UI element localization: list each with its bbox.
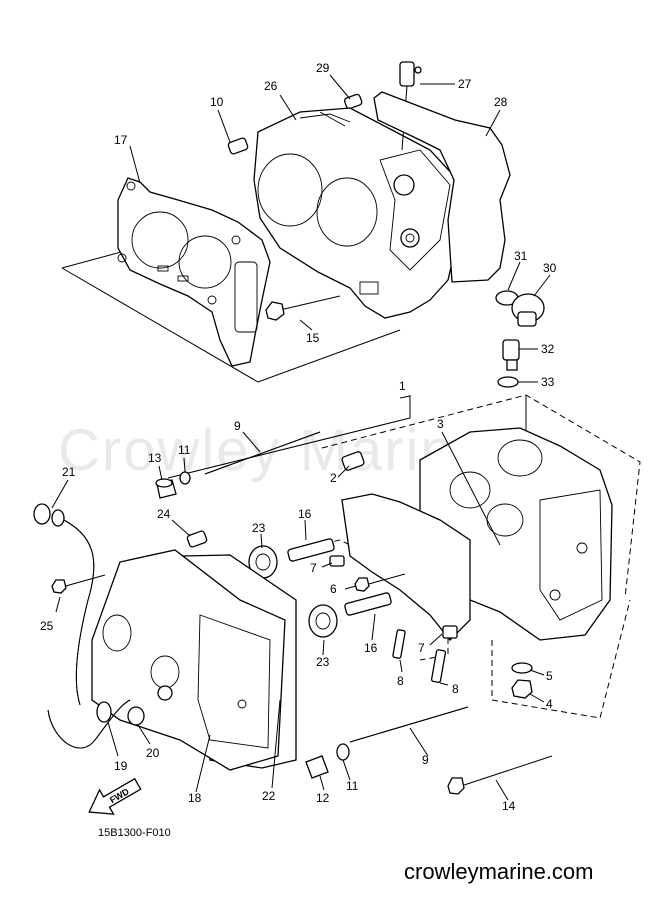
- crankcase-outline: [321, 394, 641, 599]
- callout-26: 26: [264, 79, 278, 93]
- callout-23-lower: 23: [316, 655, 330, 669]
- callout-8-left: 8: [397, 674, 404, 688]
- breather-hose: [47, 517, 131, 749]
- shaft-16-upper: [287, 538, 335, 562]
- plug-7-lower: [442, 625, 458, 639]
- callout-18: 18: [188, 791, 202, 805]
- long-stud-bolt-lower: [349, 706, 469, 743]
- callout-28: 28: [494, 95, 508, 109]
- cap-nut-13: [155, 478, 177, 499]
- plug-7-upper: [329, 555, 345, 567]
- callout-21: 21: [62, 465, 76, 479]
- callout-2: 2: [330, 471, 337, 485]
- cap-12: [305, 755, 329, 779]
- callout-17: 17: [114, 133, 128, 147]
- dowel-24: [186, 530, 208, 548]
- bolt-6: [354, 573, 406, 592]
- watermark: Crowley Marine: [58, 418, 489, 483]
- shaft-16-lower: [344, 592, 392, 616]
- hose-fitting-21: [33, 503, 65, 527]
- oil-seal-lower: [308, 604, 338, 638]
- callout-33: 33: [541, 375, 555, 389]
- sensor-plug: [502, 339, 520, 371]
- callout-23-upper: 23: [252, 521, 266, 535]
- long-stud-bolt-upper: [204, 431, 321, 475]
- cylinder-block: [253, 107, 463, 319]
- spring-8-right: [430, 649, 447, 683]
- dowel-pin: [227, 137, 249, 155]
- callout-3: 3: [437, 417, 444, 431]
- bolt-25: [51, 574, 106, 594]
- inner-gasket: [341, 493, 471, 641]
- callout-9-upper: 9: [234, 419, 241, 433]
- plug-2: [341, 451, 365, 471]
- callout-27: 27: [458, 77, 472, 91]
- callout-7-upper: 7: [310, 561, 317, 575]
- forward-direction-arrow: FWD: [88, 777, 142, 815]
- callout-22: 22: [262, 789, 276, 803]
- washer-11-upper: [179, 471, 191, 485]
- bolt-4: [511, 679, 533, 699]
- o-ring-small: [497, 376, 519, 388]
- callout-9-lower: 9: [422, 753, 429, 767]
- callout-25: 25: [40, 619, 54, 633]
- leader-lines: [51, 74, 551, 801]
- callout-12: 12: [316, 791, 330, 805]
- callout-6: 6: [330, 582, 337, 596]
- callout-8-right: 8: [452, 682, 459, 696]
- diagram-code: 15B1300-F010: [98, 827, 171, 839]
- site-url[interactable]: crowleymarine.com: [404, 859, 594, 884]
- callout-7-lower: 7: [418, 641, 425, 655]
- callout-16-upper: 16: [298, 507, 312, 521]
- upper-reference-plane: [61, 267, 401, 383]
- callout-11-lower: 11: [346, 779, 359, 793]
- callout-32: 32: [541, 342, 555, 356]
- callout-15: 15: [306, 331, 320, 345]
- callout-19: 19: [114, 759, 128, 773]
- head-gasket: [117, 177, 271, 367]
- callout-4: 4: [546, 697, 553, 711]
- long-bolt-14: [447, 755, 553, 795]
- callout-30: 30: [543, 261, 557, 275]
- callout-14: 14: [502, 799, 516, 813]
- hose-clamp-20: [127, 706, 145, 726]
- plug-cap: [511, 293, 545, 327]
- hose-end-19: [96, 701, 112, 723]
- spring-8-left: [392, 629, 406, 659]
- callout-5: 5: [546, 669, 553, 683]
- dowel-pin-upper: [343, 93, 363, 110]
- callout-24: 24: [157, 507, 171, 521]
- callout-11-upper: 11: [178, 443, 191, 457]
- washer-5: [511, 662, 533, 674]
- cover-gasket: [373, 91, 511, 283]
- callout-20: 20: [146, 746, 160, 760]
- callout-29: 29: [316, 61, 330, 75]
- callouts: 17 10 26 29 27 28 31 30 32 33 15 1 9 11 …: [40, 61, 557, 813]
- callout-16-lower: 16: [364, 641, 378, 655]
- washer-11-lower: [336, 743, 350, 761]
- callout-1: 1: [399, 379, 406, 393]
- callout-31: 31: [514, 249, 528, 263]
- callout-13: 13: [148, 451, 162, 465]
- callout-10: 10: [210, 95, 224, 109]
- head-bolt-short: [265, 295, 341, 321]
